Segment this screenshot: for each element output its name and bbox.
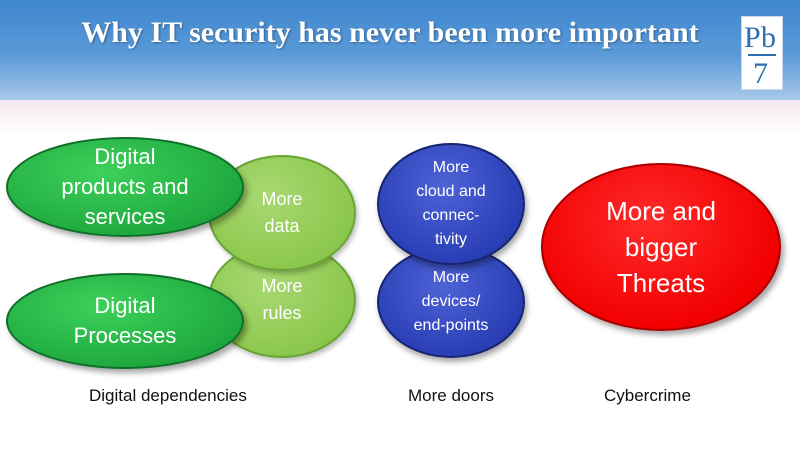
slide-title: Why IT security has never been more impo… (81, 16, 699, 49)
more-cloud-bubble: More cloud and connec- tivity (377, 143, 525, 265)
digital-products-services-bubble: Digital products and services (6, 137, 244, 237)
digital-dependencies-caption: Digital dependencies (89, 386, 247, 405)
cybercrime-caption: Cybercrime (604, 386, 691, 405)
header-fade (0, 100, 800, 134)
svg-text:P: P (744, 21, 761, 54)
more-doors-caption: More doors (408, 386, 494, 405)
svg-text:b: b (761, 21, 776, 54)
svg-text:7: 7 (753, 57, 768, 89)
pb7-logo: P b 7 (741, 16, 783, 90)
threats-bubble: More and bigger Threats (541, 163, 781, 331)
digital-processes-bubble: Digital Processes (6, 273, 244, 369)
slide-header (0, 0, 800, 100)
